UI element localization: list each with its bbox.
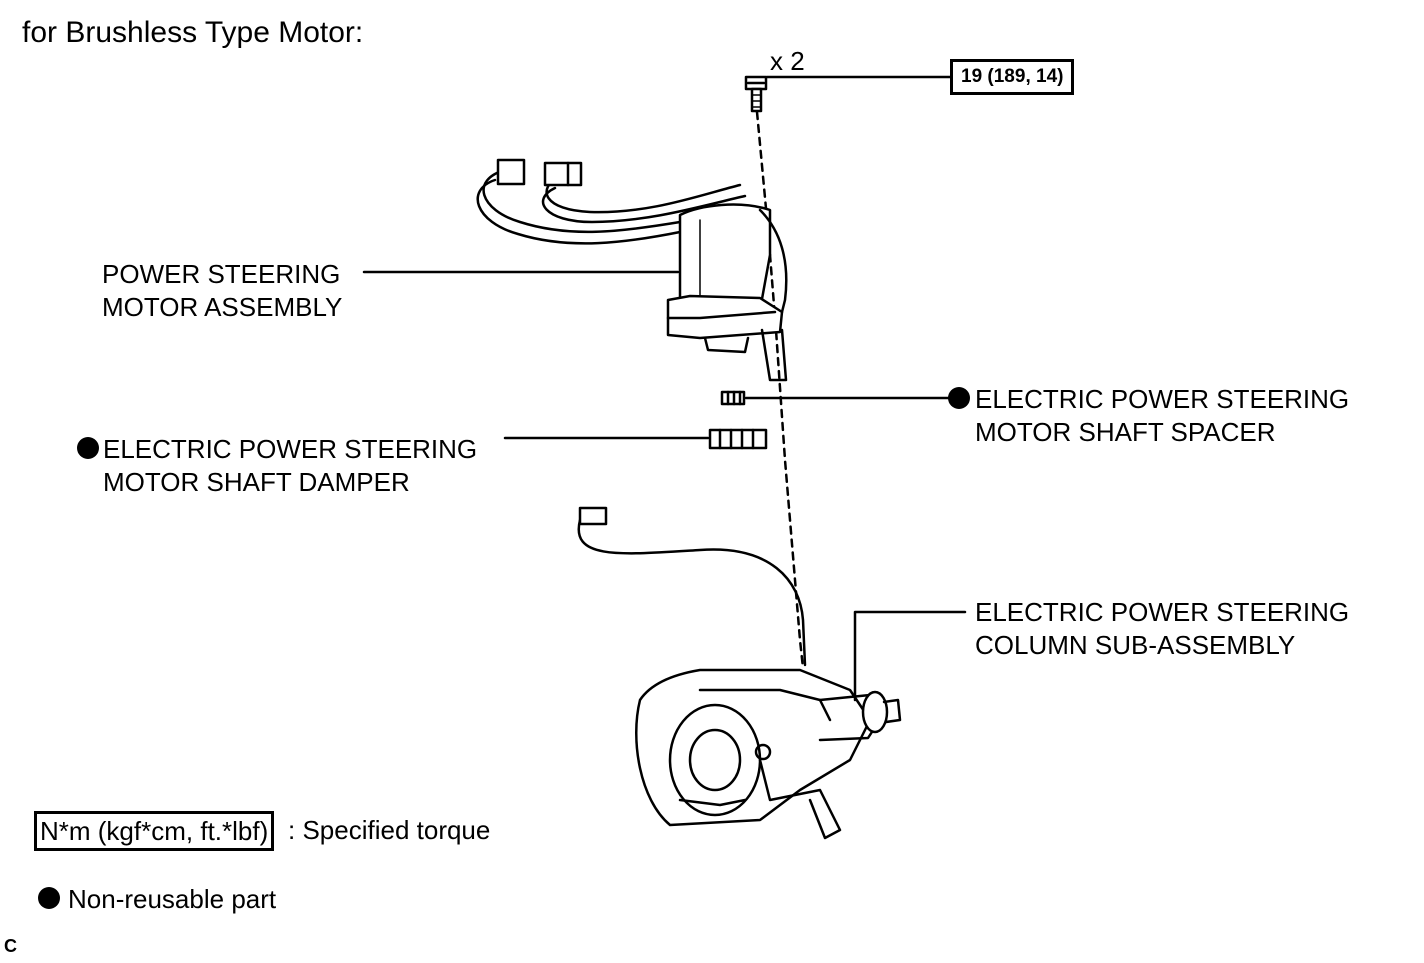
legend-non-reusable-dot-icon	[38, 887, 60, 909]
motor-assembly-drawing	[476, 158, 788, 382]
legend-non-reusable-text: Non-reusable part	[68, 884, 277, 914]
install-axis-line	[755, 110, 805, 670]
non-reusable-dot-icon	[77, 437, 99, 459]
steering-column-drawing	[577, 506, 902, 840]
label-shaft-damper-line1: ELECTRIC POWER STEERING	[103, 434, 478, 464]
label-motor-assembly-line2: MOTOR ASSEMBLY	[102, 292, 343, 322]
label-shaft-damper-line2: MOTOR SHAFT DAMPER	[103, 467, 410, 497]
column-leader-line	[853, 610, 967, 702]
corner-code: C	[4, 936, 17, 956]
shaft-spacer-drawing	[720, 390, 746, 406]
label-shaft-spacer-line1: ELECTRIC POWER STEERING	[975, 384, 1350, 414]
legend-torque-desc: : Specified torque	[288, 815, 491, 845]
label-column-line2: COLUMN SUB-ASSEMBLY	[975, 630, 1296, 660]
diagram-title: for Brushless Type Motor:	[22, 16, 364, 49]
label-column-line1: ELECTRIC POWER STEERING	[975, 597, 1350, 627]
shaft-damper-drawing	[708, 428, 768, 450]
legend-torque-box: N*m (kgf*cm, ft.*lbf)	[34, 811, 275, 851]
non-reusable-dot-icon	[948, 387, 970, 409]
torque-spec-box: 19 (189, 14)	[950, 59, 1075, 95]
label-motor-assembly-line1: POWER STEERING	[102, 259, 341, 289]
bolt-quantity: x 2	[770, 46, 805, 76]
bolt-drawing	[744, 75, 768, 113]
label-shaft-spacer-line2: MOTOR SHAFT SPACER	[975, 417, 1276, 447]
